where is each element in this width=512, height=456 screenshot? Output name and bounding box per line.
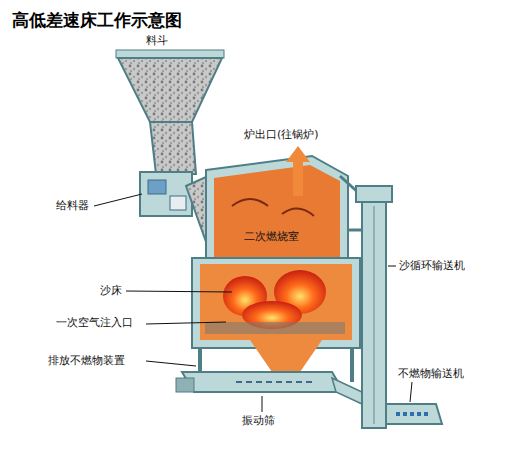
sand-conveyor-part xyxy=(362,202,386,428)
feeder-part xyxy=(148,180,166,194)
furnace-part xyxy=(206,156,348,262)
sand-conveyor-part xyxy=(373,206,375,424)
vibrating-screen xyxy=(176,372,362,404)
vibrating-screen-part xyxy=(236,381,316,383)
sand-conveyor xyxy=(356,186,392,428)
furnace-part xyxy=(282,208,314,216)
hopper-part xyxy=(150,122,196,174)
furnace xyxy=(192,156,362,382)
furnace-part xyxy=(214,165,340,258)
exit-arrow-part xyxy=(286,146,310,162)
vibrating-screen-part xyxy=(182,372,344,392)
diagram-title: 高低差速床工作示意图 xyxy=(8,8,186,33)
furnace-part xyxy=(348,229,362,232)
part-label: 不燃物输送机 xyxy=(398,367,464,380)
sand-conveyor-part xyxy=(356,186,392,202)
leader-lines xyxy=(94,194,412,412)
incombustibles-conveyor xyxy=(386,404,442,424)
part-label: 振动筛 xyxy=(242,414,275,427)
feeder xyxy=(140,172,192,216)
incombustibles-conveyor-part xyxy=(396,412,430,416)
leader-lines-part xyxy=(262,396,263,412)
part-label: 沙床 xyxy=(100,284,122,297)
feeder-part xyxy=(170,196,186,210)
leader-lines-part xyxy=(94,194,142,206)
vibrating-screen-part xyxy=(332,378,362,404)
leader-lines-part xyxy=(126,291,232,292)
part-label: 一次空气注入口 xyxy=(56,316,133,329)
furnace-part xyxy=(200,264,352,372)
part-label: 炉出口(往锅炉) xyxy=(244,128,319,141)
furnace-part xyxy=(232,199,268,206)
furnace-part xyxy=(205,322,345,334)
part-label: 二次燃烧室 xyxy=(244,230,299,243)
leader-lines-part xyxy=(146,361,196,366)
leader-lines-part xyxy=(388,266,396,267)
part-label: 排放不燃物装置 xyxy=(48,354,125,367)
leader-lines-part xyxy=(410,382,412,402)
hopper xyxy=(116,50,224,174)
furnace-part xyxy=(350,348,354,382)
vibrating-screen-part xyxy=(176,378,194,392)
part-label: 沙循环输送机 xyxy=(399,259,465,272)
part-label: 给料器 xyxy=(56,199,89,212)
exit-arrow xyxy=(286,146,310,196)
incombustibles-conveyor-part xyxy=(386,404,442,424)
exit-arrow-part xyxy=(293,160,303,196)
hopper-part xyxy=(118,58,222,122)
hopper-part xyxy=(116,50,224,58)
feeder-part xyxy=(140,172,192,216)
leader-lines-part xyxy=(146,322,226,324)
part-label: 料斗 xyxy=(146,34,168,47)
